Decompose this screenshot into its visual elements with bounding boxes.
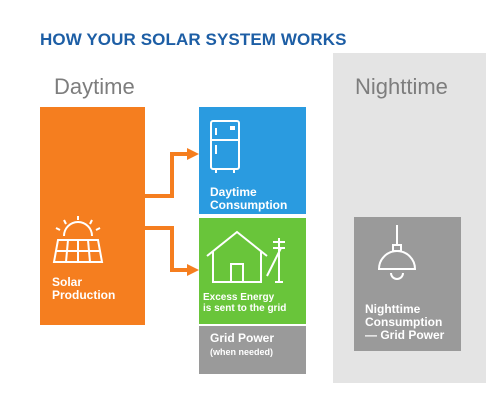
arrow-to-excess-energy [145,226,199,276]
excess-energy-line2: is sent to the grid [203,303,287,314]
nighttime-consumption-block [354,217,461,351]
arrow-to-daytime-consumption [145,148,199,198]
daytime-consumption-block [199,107,306,214]
pendant-lamp-icon [377,225,417,280]
nighttime-label: Nighttime [355,74,448,99]
excess-energy-text: Excess Energy is sent to the grid [203,292,286,314]
daytime-consumption-line1: Daytime [210,185,257,199]
solar-production-text: Solar Production [52,276,115,302]
solar-line2: Production [52,288,116,302]
excess-energy-block [199,218,306,324]
nighttime-consumption-line3: — Grid Power [365,328,445,342]
solar-production-block [40,107,145,325]
grid-power-line2: (when needed) [210,347,274,357]
solar-line1: Solar [52,275,83,289]
daytime-consumption-line2: Consumption [210,198,288,212]
excess-energy-line1: Excess Energy [203,292,275,303]
daytime-label: Daytime [54,74,135,99]
solar-panel-icon [52,216,104,263]
grid-power-block [199,326,306,374]
nighttime-consumption-text: Nighttime Consumption — Grid Power [365,303,444,342]
refrigerator-icon [210,120,240,173]
daytime-consumption-text: Daytime Consumption [210,186,287,212]
grid-power-line1: Grid Power [210,331,275,345]
page-title: HOW YOUR SOLAR SYSTEM WORKS [40,30,347,49]
nighttime-consumption-line1: Nighttime [365,302,421,316]
nighttime-consumption-line2: Consumption [365,315,443,329]
house-with-power-pole-icon [206,230,285,283]
